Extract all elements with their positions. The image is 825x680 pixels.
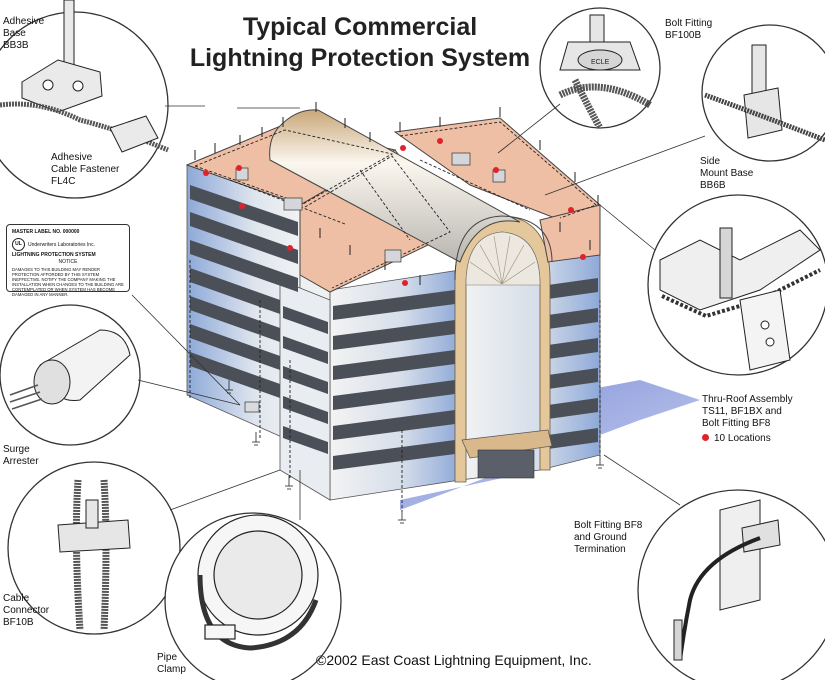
side-mount-drawing bbox=[704, 44, 825, 143]
thru-roof-locations bbox=[203, 138, 586, 286]
legend-red-dot bbox=[702, 434, 709, 441]
thru-roof-drawing bbox=[659, 227, 821, 371]
thru-roof-dot bbox=[287, 245, 293, 251]
ul-name: Underwriters Laboratories Inc. bbox=[28, 241, 95, 248]
thru-roof-dot bbox=[580, 254, 586, 260]
master-label-notice-text: DAMAGES TO THIS BUILDING MAY RENDER PROT… bbox=[12, 267, 124, 297]
title-line-2: Lightning Protection System bbox=[189, 44, 531, 72]
copyright: ©2002 East Coast Lightning Equipment, In… bbox=[316, 652, 592, 668]
leader-lines bbox=[131, 103, 706, 520]
ul-logo: UL bbox=[12, 238, 25, 251]
building bbox=[185, 102, 604, 524]
master-label-system: LIGHTNING PROTECTION SYSTEM bbox=[12, 252, 96, 258]
thru-roof-dot bbox=[400, 145, 406, 151]
window-bands bbox=[190, 185, 598, 470]
thru-roof-dot bbox=[236, 165, 242, 171]
roof-conductors bbox=[189, 121, 601, 512]
thru-roof-dot bbox=[203, 170, 209, 176]
master-label-notice: NOTICE bbox=[58, 259, 78, 265]
surge-arrester-drawing bbox=[9, 329, 131, 410]
thru-roof-dot bbox=[493, 167, 499, 173]
adhesive-base-drawing bbox=[0, 0, 169, 153]
ground-rods bbox=[225, 380, 604, 524]
detail-adhesive-base bbox=[0, 11, 169, 199]
barrel-vault bbox=[269, 109, 521, 263]
ground-termination-drawing bbox=[673, 499, 781, 661]
thru-roof-dot bbox=[239, 203, 245, 209]
legend-ten-locations: 10 Locations bbox=[702, 433, 771, 444]
thru-roof-dot bbox=[402, 280, 408, 286]
air-terminals bbox=[194, 102, 599, 285]
fitting-marking: ECLE bbox=[591, 59, 610, 66]
master-label-number: MASTER LABEL NO. 000000 bbox=[12, 229, 80, 235]
pipe-clamp-drawing bbox=[197, 514, 319, 651]
bolt-fitting-drawing: ECLE bbox=[558, 14, 652, 130]
cable-connector-drawing bbox=[57, 479, 131, 631]
thru-roof-dot bbox=[437, 138, 443, 144]
thru-roof-dot bbox=[568, 207, 574, 213]
rooftop-units bbox=[235, 152, 506, 263]
title-line-1: Typical Commercial bbox=[242, 13, 478, 41]
